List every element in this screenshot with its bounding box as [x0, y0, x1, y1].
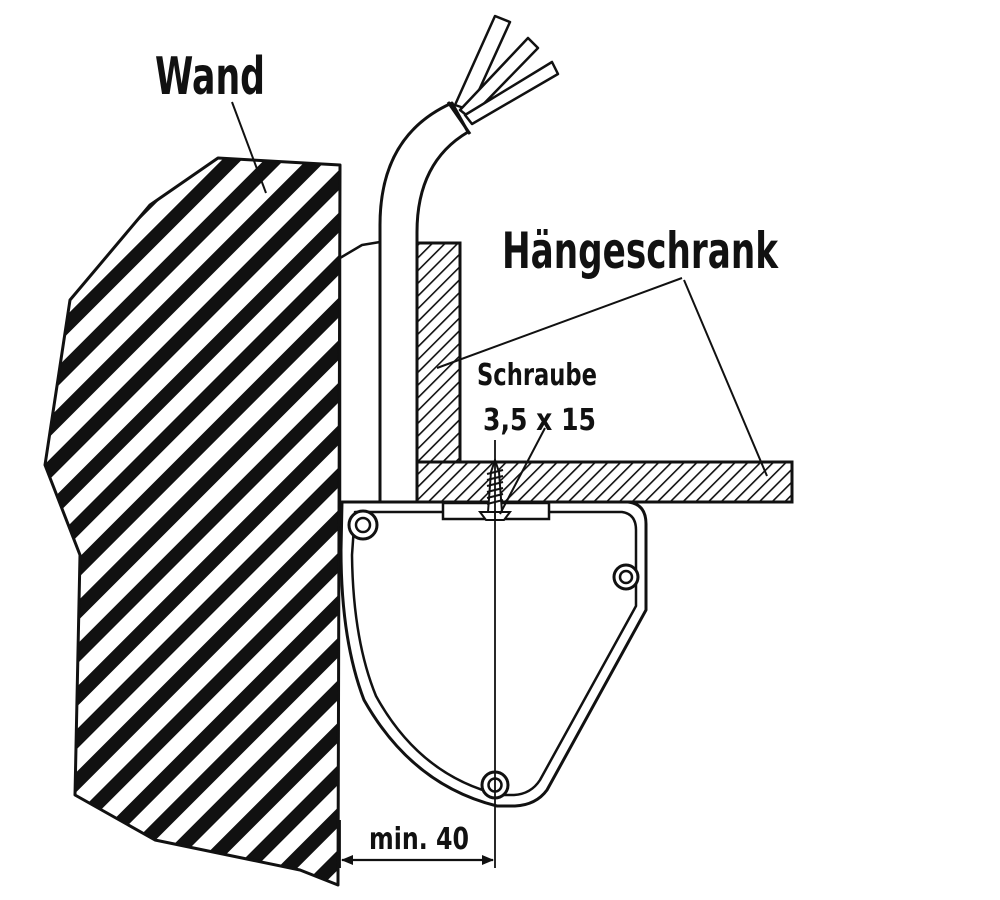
screw-boss-top-left: [347, 509, 379, 541]
cabinet-bottom-shelf: [414, 460, 794, 504]
min-distance-label: min. 40: [369, 822, 469, 857]
screw-label-size: 3,5 x 15: [483, 403, 596, 438]
screw-boss-right: [612, 563, 640, 591]
cabinet-leader-shelf: [683, 279, 768, 477]
cabinet-back-panel: [414, 241, 462, 465]
wall-bracket: [338, 240, 382, 504]
wall-leader: [231, 101, 267, 194]
lamp-housing-inner: [350, 510, 638, 797]
wall-section: [43, 156, 342, 887]
screw-leader: [499, 427, 546, 515]
cabinet-leader-back: [436, 277, 683, 369]
cable-wires: [453, 14, 560, 126]
screw-label-title: Schraube: [477, 358, 597, 393]
lamp-housing: [339, 500, 648, 808]
cabinet-label: Hängeschrank: [502, 222, 779, 280]
wall-label: Wand: [155, 47, 265, 107]
